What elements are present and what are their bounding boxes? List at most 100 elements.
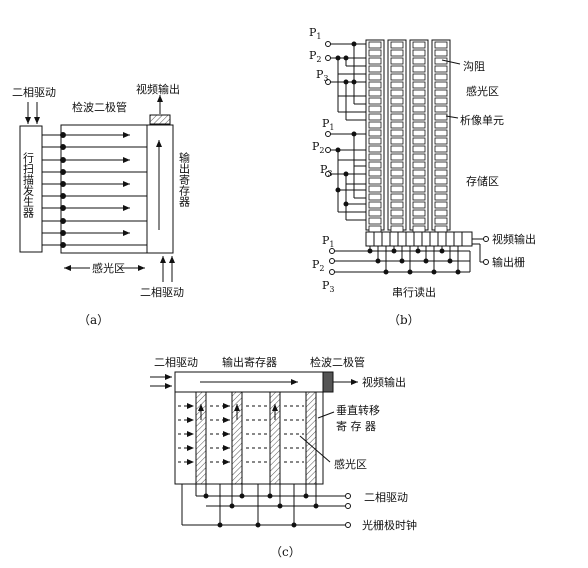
- vertical-transfer-label-2: 寄 存 器: [336, 419, 376, 433]
- pixel-cell: [368, 81, 382, 89]
- pixel-cell: [412, 201, 426, 209]
- panel-c-labels: 二相驱动 输出寄存器 检波二极管 视频输出 垂直转移 寄 存 器 感光区 二相驱…: [154, 355, 417, 559]
- pixel-cell: [434, 217, 448, 225]
- pixel-cell: [390, 169, 404, 177]
- pixel-cell: [434, 225, 448, 233]
- serial-tap-node: [375, 258, 381, 264]
- pixel-cell: [412, 161, 426, 169]
- pixel-cell: [390, 73, 404, 81]
- pixel-cell: [412, 41, 426, 49]
- pixel-cell: [368, 137, 382, 145]
- detector-diode: [322, 371, 334, 393]
- output-register-label: 输出寄存器: [178, 151, 191, 208]
- pixel-cell: [368, 145, 382, 153]
- pixel-cell: [368, 73, 382, 81]
- pixel-cell: [434, 81, 448, 89]
- photosite-rows: [178, 403, 304, 465]
- pixel-cell: [368, 113, 382, 121]
- pixel-cell: [434, 49, 448, 57]
- channel-stop-label: 沟阻: [463, 60, 485, 73]
- pixel-cell: [390, 153, 404, 161]
- pixel-cell: [390, 49, 404, 57]
- serial-tap-node: [407, 269, 413, 275]
- serial-tap-node: [447, 258, 453, 264]
- pixel-cell: [368, 217, 382, 225]
- phase-label-p3: P3: [322, 279, 335, 294]
- serial-tap-node: [431, 269, 437, 275]
- pixel-cell: [390, 113, 404, 121]
- pixel-cell: [390, 137, 404, 145]
- pixel-cell: [434, 177, 448, 185]
- photosensitive-label: 感光区: [334, 457, 367, 471]
- pixel-cell: [434, 145, 448, 153]
- pixel-cell: [368, 49, 382, 57]
- pixel-cell: [390, 129, 404, 137]
- pixel-cell: [412, 177, 426, 185]
- pixel-cell: [434, 209, 448, 217]
- pixel-cell: [390, 81, 404, 89]
- scan-rows: [42, 132, 147, 248]
- pixel-cell: [368, 57, 382, 65]
- clock-wiring: [181, 484, 351, 528]
- pixel-cell: [390, 97, 404, 105]
- pixel-cell: [368, 225, 382, 233]
- pixel-cell: [434, 121, 448, 129]
- pixel-cell: [412, 129, 426, 137]
- pixel-cell: [368, 201, 382, 209]
- pixel-cell: [390, 89, 404, 97]
- caption-b: （b）: [388, 313, 420, 327]
- pixel-cell: [434, 153, 448, 161]
- phase-lines-lower: [325, 131, 366, 221]
- serial-tap-node: [423, 258, 429, 264]
- panel-b: [325, 39, 489, 275]
- pixel-cell: [434, 185, 448, 193]
- serial-tap-node: [367, 248, 373, 254]
- pixel-cell: [412, 193, 426, 201]
- video-out-terminal: [483, 236, 489, 242]
- vertical-transfer-register: [231, 391, 243, 485]
- leader-photosensitive: [299, 435, 331, 463]
- photosensitive-label: 感光区: [466, 84, 499, 98]
- panel-a-labels: 二相驱动 视频输出 检波二极管 行扫描发生器 输出寄存器 感光区 二相驱动 （a…: [12, 82, 191, 327]
- pixel-cell: [434, 89, 448, 97]
- pixel-cell: [368, 209, 382, 217]
- pixel-cell: [412, 49, 426, 57]
- pixel-cell: [368, 97, 382, 105]
- caption-a: （a）: [78, 313, 109, 327]
- detector-diode: [149, 114, 171, 125]
- pixel-cell: [368, 129, 382, 137]
- pixel-cell: [368, 193, 382, 201]
- pixel-cell: [434, 169, 448, 177]
- pixel-cell: [412, 209, 426, 217]
- leader-pixel-unit: [445, 115, 459, 119]
- leader-channel-stop: [441, 59, 461, 65]
- serial-tap-node: [455, 269, 461, 275]
- serial-register-cells: [365, 232, 463, 246]
- caption-c: （c）: [270, 545, 301, 559]
- pixel-cell: [368, 105, 382, 113]
- detector-diode-label: 检波二极管: [72, 100, 127, 114]
- panel-b-labels: P1 P2 P3 P1 P2 P3 P1 P2 P3 沟阻 感光区 析像单元 存…: [309, 26, 536, 327]
- row-scan-generator-label: 行扫描发生器: [22, 152, 35, 219]
- output-gate-label: 输出栅: [492, 255, 525, 269]
- phase-label-p2: P2: [312, 140, 325, 155]
- pixel-columns: [365, 39, 451, 233]
- serial-tap-node: [383, 269, 389, 275]
- pixel-cell: [390, 217, 404, 225]
- pixel-cell: [390, 57, 404, 65]
- storage-area-label: 存储区: [466, 174, 499, 188]
- drive-top-label: 二相驱动: [12, 86, 56, 99]
- pixel-cell: [368, 121, 382, 129]
- phase-label-p2: P2: [309, 49, 322, 64]
- pixel-cell: [434, 97, 448, 105]
- serial-tap-node: [439, 248, 445, 254]
- pixel-cell: [390, 121, 404, 129]
- pixel-cell: [368, 41, 382, 49]
- serial-tap-node: [415, 248, 421, 254]
- leader-vertical-transfer: [317, 411, 335, 419]
- gate-clock-label: 光栅极时钟: [362, 518, 417, 532]
- phase-label-p3: P3: [320, 163, 333, 178]
- output-register-column: [146, 124, 174, 254]
- pixel-cell: [368, 161, 382, 169]
